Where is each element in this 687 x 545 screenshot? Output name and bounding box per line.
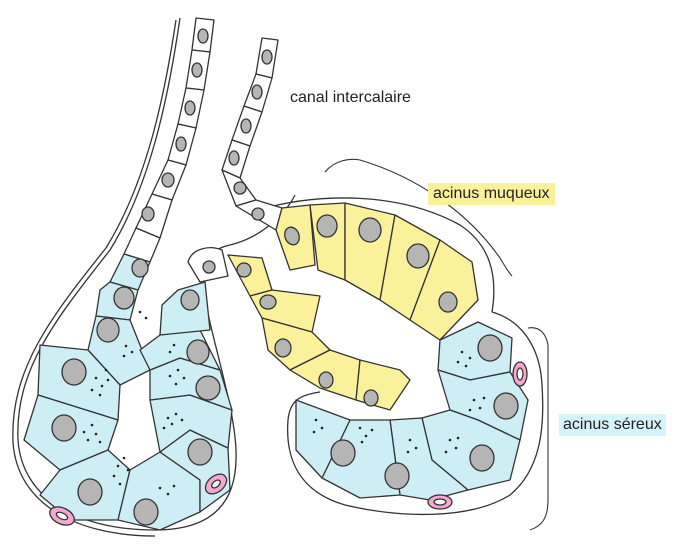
label-acinus-muqueux: acinus muqueux xyxy=(428,183,555,205)
duct-left xyxy=(124,18,214,262)
label-acinus-sereux: acinus séreux xyxy=(559,414,666,436)
label-canal-intercalaire: canal intercalaire xyxy=(290,88,411,108)
